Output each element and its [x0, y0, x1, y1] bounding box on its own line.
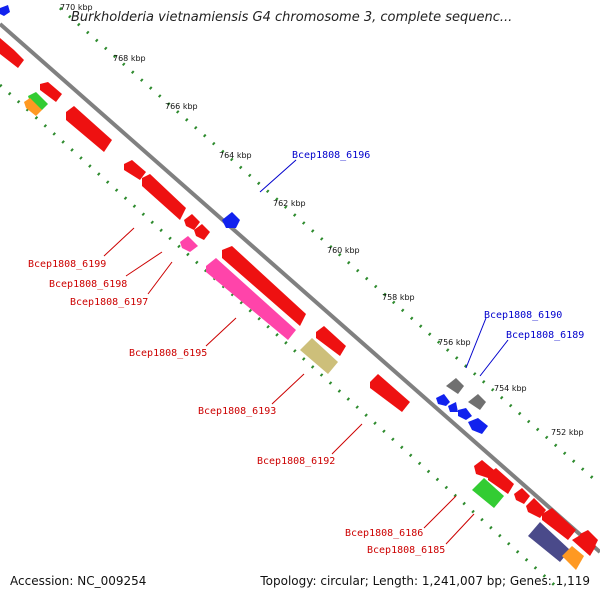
accession-label: Accession: NC_009254	[10, 574, 147, 588]
gene-label[interactable]: Bcep1808_6193	[198, 406, 276, 417]
gene-label[interactable]: Bcep1808_6199	[28, 259, 106, 270]
gene-label[interactable]: Bcep1808_6186	[345, 528, 423, 539]
gene-feature[interactable]	[572, 534, 596, 556]
scale-track-outer	[59, 6, 596, 482]
gene-feature[interactable]	[24, 98, 42, 116]
leader-line	[479, 339, 509, 377]
scale-tick-label: 768 kbp	[113, 54, 146, 63]
gene-label[interactable]: Bcep1808_6198	[49, 279, 127, 290]
scale-track-inner	[0, 83, 562, 592]
gene-label[interactable]: Bcep1808_6195	[129, 348, 207, 359]
leader-line	[465, 317, 487, 369]
gene-labels: Bcep1808_6196 Bcep1808_6190 Bcep1808_618…	[28, 150, 584, 556]
scale-tick-label: 760 kbp	[327, 246, 360, 255]
gene-features-lower	[0, 38, 598, 570]
gene-feature[interactable]	[222, 246, 306, 326]
gene-feature[interactable]	[446, 378, 464, 394]
gene-feature[interactable]	[28, 92, 48, 110]
scale-tick-label: 754 kbp	[494, 384, 527, 393]
gene-feature[interactable]	[316, 326, 346, 356]
gene-feature[interactable]	[66, 106, 112, 152]
gene-feature[interactable]	[448, 402, 458, 412]
gene-feature[interactable]	[180, 236, 198, 252]
gene-features-upper	[0, 5, 488, 434]
gene-feature[interactable]	[142, 174, 186, 220]
leader-line	[205, 317, 237, 347]
leader-line	[103, 227, 135, 257]
gene-feature[interactable]	[528, 522, 570, 562]
label-leader-lines	[103, 159, 509, 545]
genome-summary: Topology: circular; Length: 1,241,007 bp…	[260, 574, 590, 588]
gene-feature[interactable]	[472, 478, 504, 508]
gene-feature[interactable]	[468, 418, 488, 434]
gene-feature[interactable]	[542, 508, 576, 540]
gene-feature[interactable]	[206, 258, 296, 340]
gene-feature[interactable]	[526, 498, 546, 518]
scale-tick-label: 758 kbp	[382, 293, 415, 302]
gene-feature[interactable]	[488, 468, 514, 494]
gene-feature[interactable]	[370, 374, 410, 412]
scale-tick-label: 766 kbp	[165, 102, 198, 111]
leader-line	[259, 159, 297, 193]
gene-feature[interactable]	[468, 394, 486, 410]
gene-feature[interactable]	[0, 38, 24, 68]
scale-tick-label: 764 kbp	[219, 151, 252, 160]
scale-tick-label: 770 kbp	[60, 3, 93, 12]
scale-tick-label: 752 kbp	[551, 428, 584, 437]
gene-feature[interactable]	[514, 488, 530, 504]
leader-line	[125, 251, 163, 277]
gene-label[interactable]: Bcep1808_6190	[484, 310, 562, 321]
gene-feature[interactable]	[124, 160, 146, 180]
gene-feature[interactable]	[0, 5, 10, 16]
leader-line	[331, 423, 363, 455]
gene-label[interactable]: Bcep1808_6196	[292, 150, 370, 161]
scale-tick-label: 762 kbp	[273, 199, 306, 208]
gene-feature[interactable]	[562, 546, 584, 570]
gene-feature[interactable]	[458, 408, 472, 420]
leader-line	[147, 261, 173, 295]
map-title: Burkholderia vietnamiensis G4 chromosome…	[71, 10, 513, 25]
gene-label[interactable]: Bcep1808_6197	[70, 297, 148, 308]
gene-label[interactable]: Bcep1808_6185	[367, 545, 445, 556]
gene-feature[interactable]	[194, 224, 210, 240]
leader-line	[423, 495, 457, 529]
gene-feature[interactable]	[300, 338, 338, 374]
scale-tick-label: 756 kbp	[438, 338, 471, 347]
genome-backbone	[0, 22, 600, 554]
gene-feature[interactable]	[222, 212, 240, 228]
leader-line	[271, 373, 305, 405]
gene-feature[interactable]	[436, 394, 450, 406]
gene-label[interactable]: Bcep1808_6192	[257, 456, 335, 467]
leader-line	[445, 513, 475, 545]
gene-label[interactable]: Bcep1808_6189	[506, 330, 584, 341]
gene-feature[interactable]	[184, 214, 200, 230]
gene-feature[interactable]	[40, 82, 62, 102]
